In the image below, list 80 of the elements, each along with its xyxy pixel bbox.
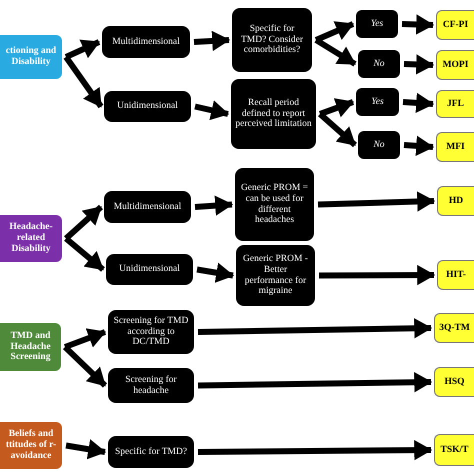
box-label: JFL (447, 98, 464, 110)
process-box (106, 254, 193, 285)
arrow (318, 191, 436, 212)
arrow (318, 264, 436, 286)
process-box (104, 91, 191, 122)
arrow (64, 236, 105, 272)
arrow (314, 37, 357, 67)
arrow (404, 136, 434, 156)
process-box (102, 26, 190, 58)
category-box (0, 215, 62, 262)
box-label: No (373, 58, 385, 70)
box-label: TMD and Headache Screening (9, 330, 52, 364)
box-label: Generic PROM - Better performance for migraine (242, 254, 309, 298)
arrow (194, 30, 230, 52)
arrow (404, 54, 434, 75)
arrow (402, 14, 434, 35)
box-label: Generic PROM = can be used for different headaches (240, 182, 310, 226)
box-label: Unidimensional (117, 101, 178, 112)
box-label: Multidimensional (112, 36, 180, 48)
arrow (194, 100, 230, 120)
arrow (196, 262, 234, 283)
box-label: HSQ (444, 376, 465, 388)
process-box (236, 245, 315, 306)
process-box (231, 79, 316, 149)
box-label: MOPI (442, 60, 468, 70)
box-label: Specific for TMD? (114, 446, 188, 458)
category-box (0, 422, 62, 469)
arrow (64, 204, 103, 241)
process-box (108, 436, 194, 468)
arrow (194, 195, 234, 216)
process-box (104, 191, 191, 223)
arrow (66, 439, 106, 460)
result-box (434, 367, 474, 397)
box-label: No (373, 140, 385, 150)
box-label: Specific for TMD? Consider comorbidities? (240, 24, 304, 56)
box-label: HIT- (446, 270, 466, 280)
box-label: Screening for TMD according to DC/TMD (112, 316, 190, 348)
box-label: 3Q-TM (439, 322, 470, 334)
arrow (64, 55, 104, 108)
box-label: Beliefs and ttitudes of r-avoidance (4, 429, 58, 462)
arrow (64, 328, 106, 350)
box-label: ctioning and Disability (4, 46, 58, 68)
result-box (434, 313, 474, 343)
answer-box (358, 131, 400, 159)
box-label: Recall period defined to report perceived limitation (235, 98, 312, 130)
answer-box (358, 50, 400, 78)
arrow (198, 440, 432, 460)
process-box (108, 368, 194, 403)
result-box (436, 90, 474, 118)
result-box (437, 260, 474, 290)
box-label: HD (448, 196, 464, 206)
arrow (318, 98, 354, 118)
result-box (434, 434, 474, 466)
result-box (437, 186, 474, 216)
box-label: Unidimensional (119, 264, 180, 275)
answer-box (356, 88, 399, 116)
arrow (402, 92, 434, 114)
process-box (108, 310, 194, 354)
category-box (0, 323, 61, 371)
arrow (64, 39, 100, 60)
box-label: Yes (371, 96, 384, 108)
result-box (436, 10, 474, 40)
box-label: CF-PI (442, 20, 468, 30)
result-box (436, 50, 474, 80)
process-box (232, 8, 312, 72)
arrow (314, 21, 354, 43)
box-label: Screening for headache (124, 374, 178, 396)
box-label: Yes (370, 18, 384, 30)
category-box (0, 35, 62, 79)
process-box (235, 168, 314, 241)
arrow (198, 372, 432, 392)
arrow (318, 112, 357, 148)
box-label: Headache- related Disability (8, 222, 54, 255)
box-label: MFI (446, 142, 465, 152)
result-box (436, 132, 474, 162)
box-label: TSK/T (440, 444, 468, 456)
arrow (62, 344, 108, 388)
arrow (198, 318, 432, 338)
answer-box (356, 10, 398, 38)
box-label: Multidimensional (114, 202, 182, 212)
